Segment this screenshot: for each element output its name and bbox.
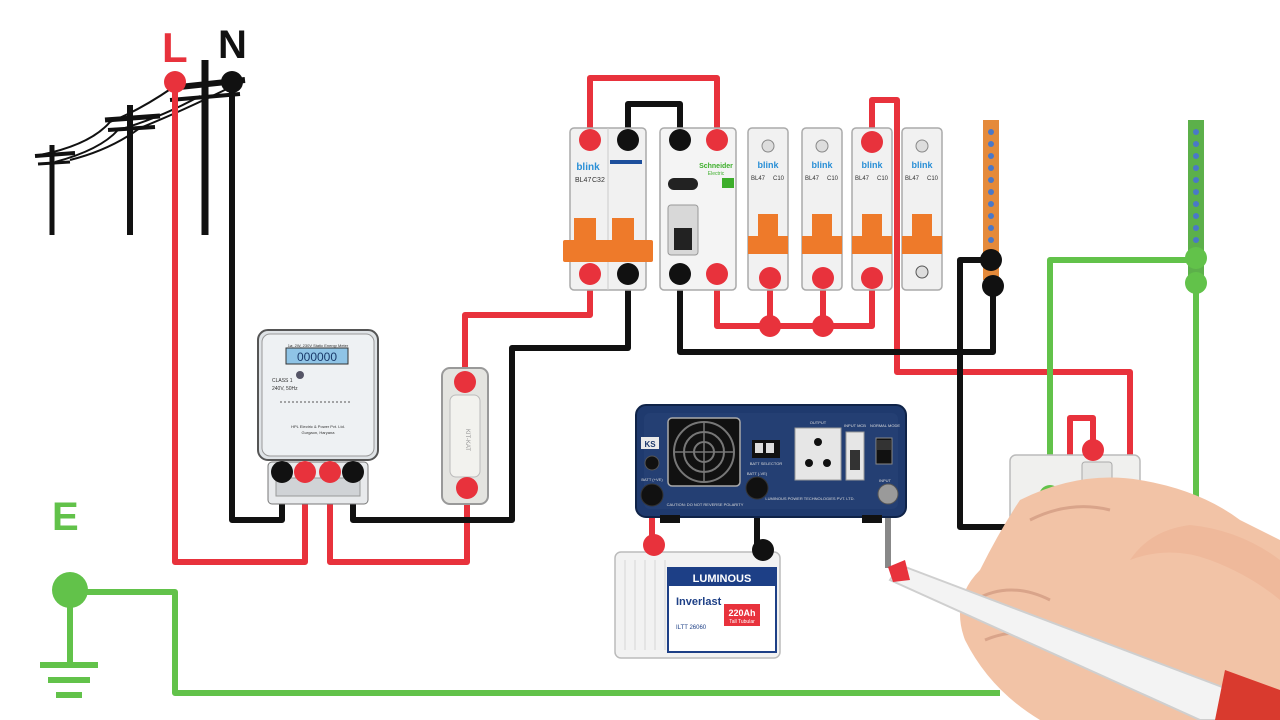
battery: LUMINOUS Inverlast 220Ah Tall Tubular IL… xyxy=(614,551,781,659)
inverter-footer: LUMINOUS POWER TECHNOLOGIES PVT. LTD. xyxy=(765,496,854,501)
meter-maker: HPL Electric & Power Pvt. Ltd. xyxy=(291,424,345,429)
main-mcb-rating: C32 xyxy=(592,177,605,184)
mcb-3-brand: blink xyxy=(861,160,883,170)
battery-brand: LUMINOUS xyxy=(693,573,752,585)
mcb-1-rating: C10 xyxy=(773,176,785,182)
battery-product: Inverlast xyxy=(676,596,722,608)
mcb-4-rating: C10 xyxy=(927,176,939,182)
meter-header: 1ø, 2W, 230V Static Energy Meter xyxy=(288,343,349,348)
mcb-4-brand: blink xyxy=(911,160,933,170)
main-mcb: blink BL47 C32 xyxy=(563,127,653,291)
branch-mcb-2: blink BL47 C10 xyxy=(801,127,843,291)
rccb: Schneider Electric xyxy=(659,127,737,291)
inverter-label-input-mcb: INPUT MCB xyxy=(844,423,866,428)
mcb-1-brand: blink xyxy=(757,160,779,170)
inverter-badge: KS xyxy=(644,440,656,449)
output-socket xyxy=(794,427,842,481)
battery-model: ILTT 26060 xyxy=(676,625,707,631)
inverter-label-batt-selector: BATT SELECTOR xyxy=(750,461,783,466)
neutral-label: N xyxy=(218,23,247,67)
rccb-sub: Electric xyxy=(708,171,725,177)
inverter-label-batt-pos: BATT (+VE) xyxy=(641,477,663,482)
utility-poles xyxy=(34,60,246,235)
mcb-4-model: BL47 xyxy=(905,176,920,182)
mcb-2-rating: C10 xyxy=(827,176,839,182)
mcb-1-model: BL47 xyxy=(751,176,766,182)
main-mcb-model: BL47 xyxy=(575,177,591,184)
meter-reading: 000000 xyxy=(297,350,337,364)
meter-rating: 240V, 50Hz xyxy=(272,386,298,392)
rccb-brand: Schneider xyxy=(699,163,733,170)
kitkat-fuse: KIT-KAT xyxy=(441,367,489,505)
earth-bus-bar xyxy=(1188,120,1204,290)
inverter-label-normal-mode: NORMAL MODE xyxy=(870,423,900,428)
mcb-2-model: BL47 xyxy=(805,176,820,182)
earth-wires xyxy=(70,257,1199,696)
mcb-3-model: BL47 xyxy=(855,176,870,182)
meter-origin: Gurgaon, Haryana xyxy=(302,430,336,435)
branch-mcbs: blink BL47 C10 blink BL47 C10 blink BL47… xyxy=(747,127,943,291)
neutral-bus-bar xyxy=(983,120,999,280)
fan-icon xyxy=(667,417,741,487)
branch-mcb-4: blink BL47 C10 xyxy=(901,127,943,291)
hand-drawing-marker xyxy=(888,477,1280,720)
earth-ground-icon xyxy=(40,572,98,698)
live-label: L xyxy=(162,24,188,71)
inverter-caution: CAUTION: DO NOT REVERSE POLARITY xyxy=(667,502,744,507)
battery-sub: Tall Tubular xyxy=(729,619,755,625)
battery-capacity: 220Ah xyxy=(728,608,755,618)
mcb-2-brand: blink xyxy=(811,160,833,170)
inverter-label-input: INPUT xyxy=(879,478,892,483)
earth-label: E xyxy=(52,495,79,539)
fuse-text: KIT-KAT xyxy=(464,429,470,452)
branch-mcb-1: blink BL47 C10 xyxy=(747,127,789,291)
energy-meter: 1ø, 2W, 230V Static Energy Meter 000000 … xyxy=(257,329,379,505)
inverter-label-output: OUTPUT xyxy=(810,420,827,425)
branch-mcb-3: blink BL47 C10 xyxy=(851,127,893,291)
main-mcb-brand: blink xyxy=(576,162,600,173)
meter-class: CLASS 1 xyxy=(272,378,293,384)
inverter-label-batt-neg: BATT (-VE) xyxy=(747,471,768,476)
inverter: KS OUTPUT INPUT MCB NORMAL MODE BATT SE xyxy=(635,404,907,523)
mcb-3-rating: C10 xyxy=(877,176,889,182)
